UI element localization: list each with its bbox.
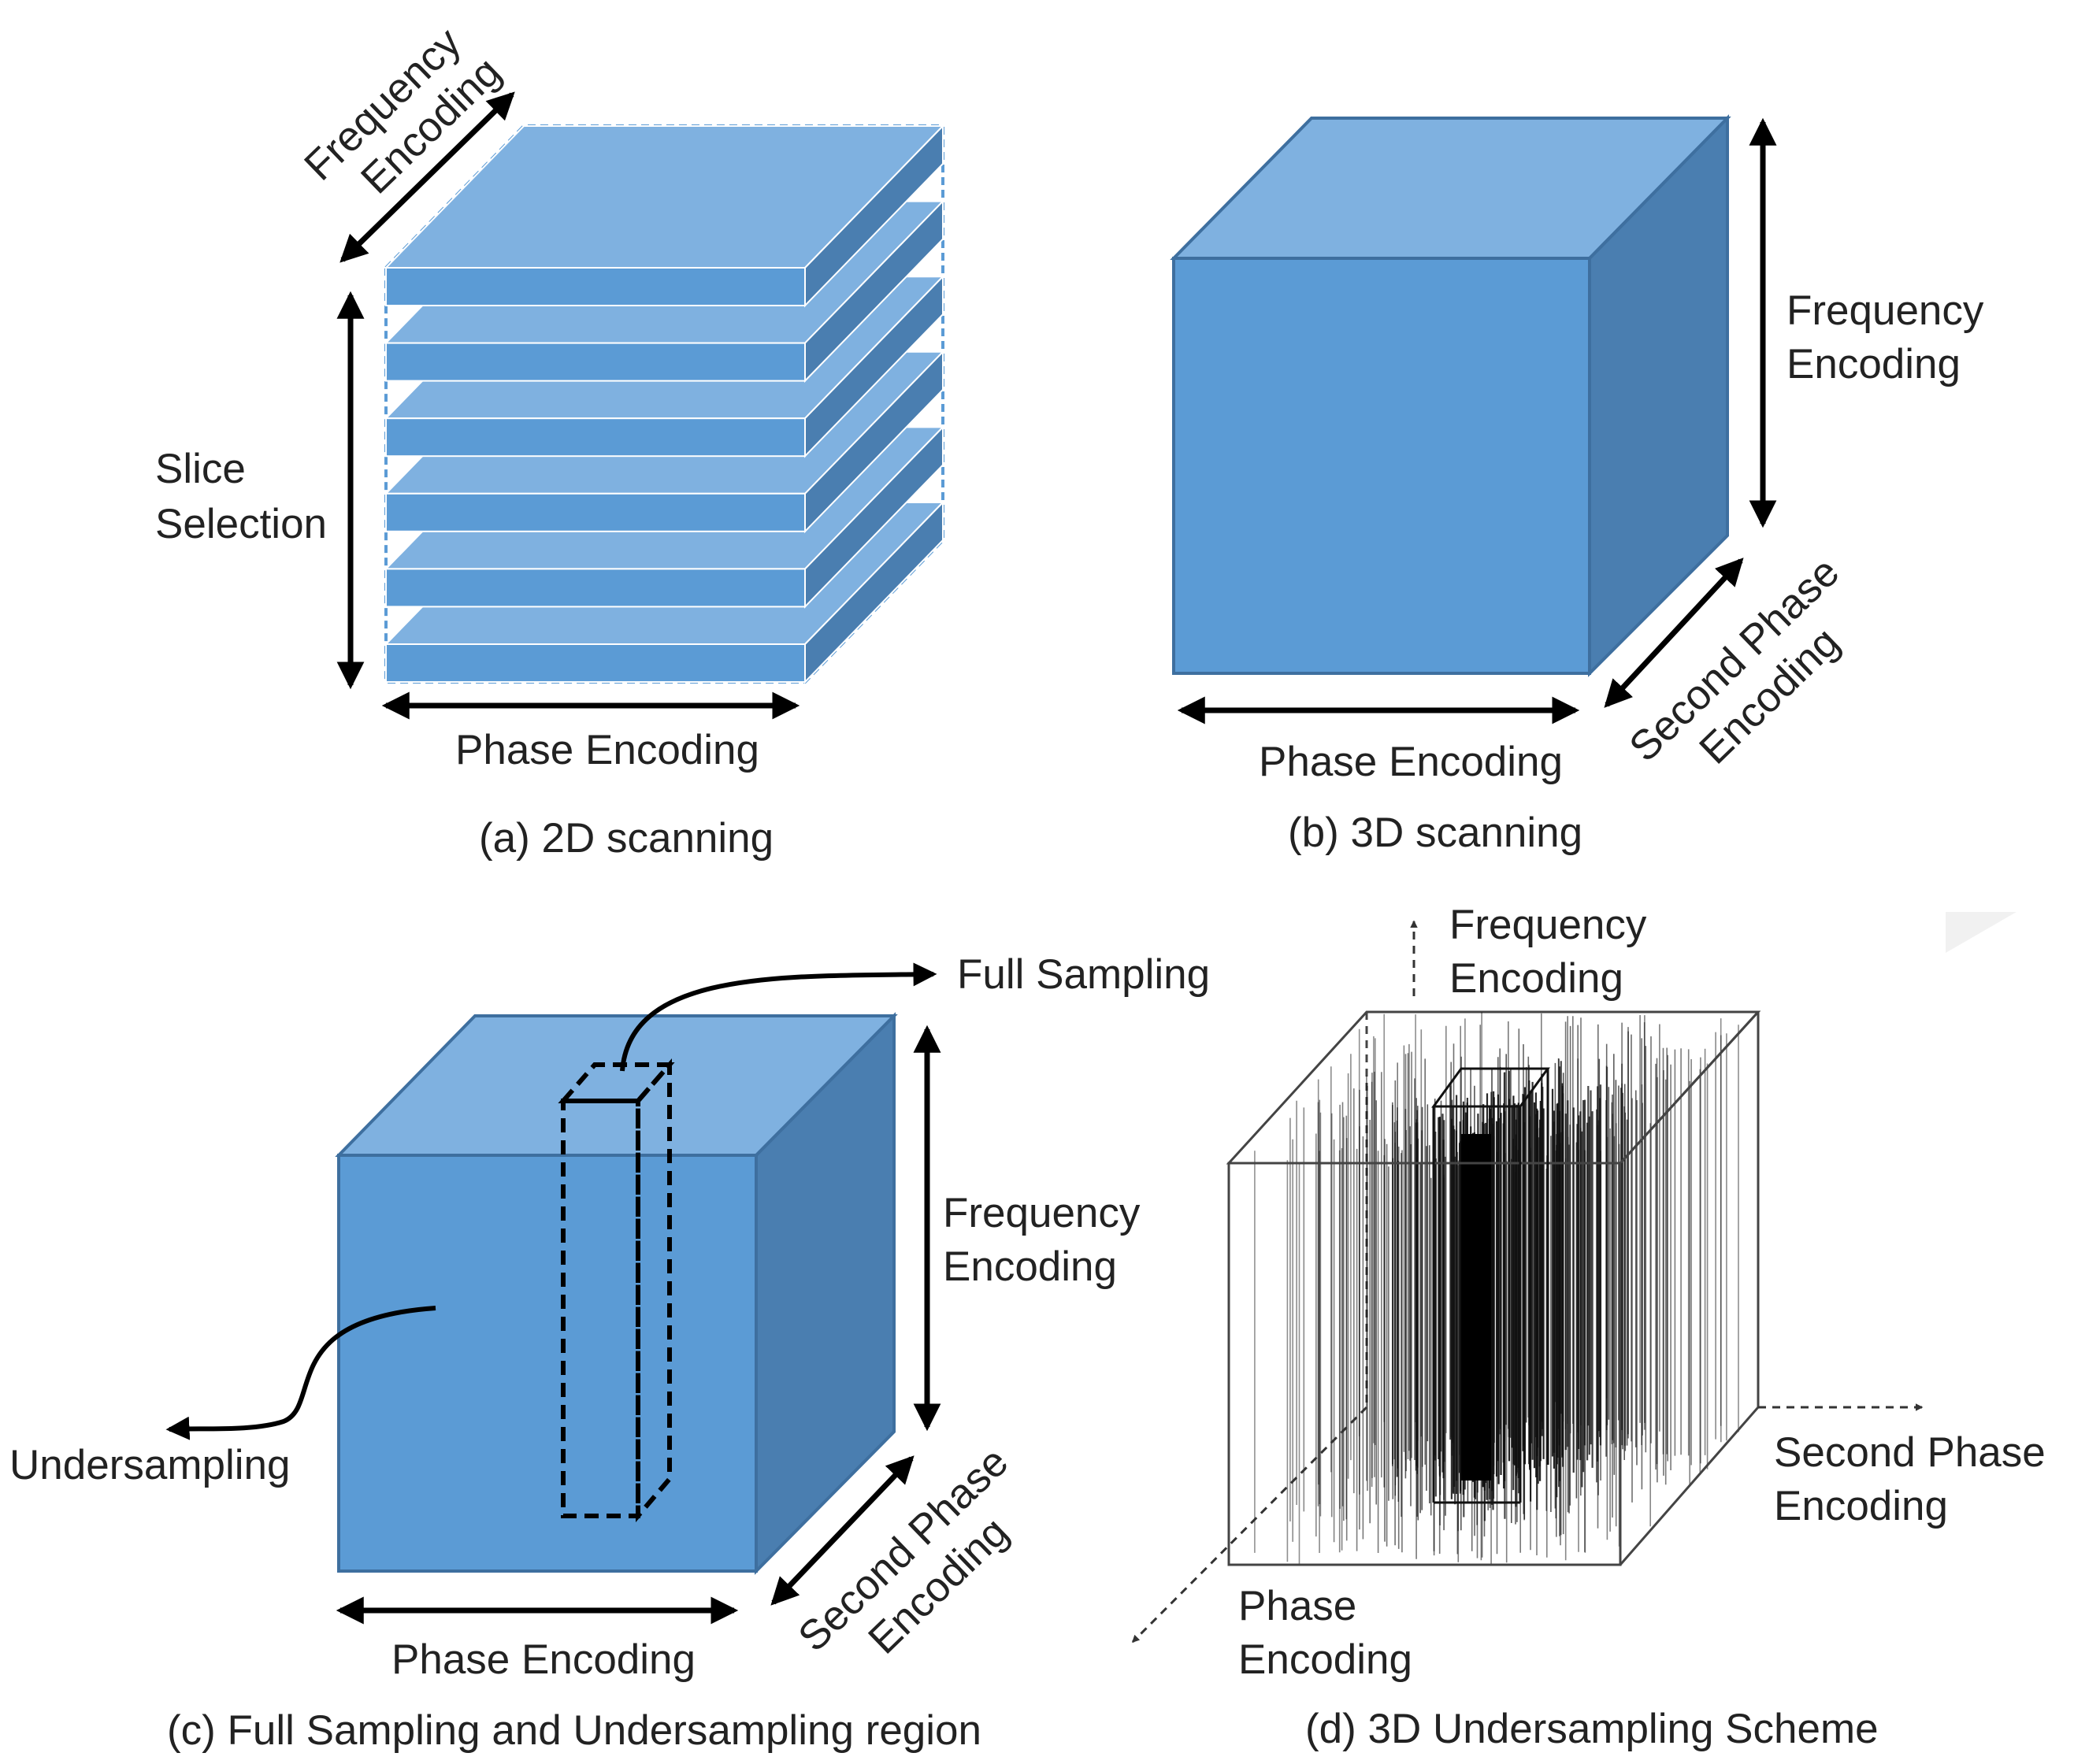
second-phase-encoding-arrow	[770, 1455, 915, 1606]
full-sampling-region-box	[558, 1058, 675, 1523]
slice-stack	[384, 124, 945, 684]
sampling-lines	[1254, 1012, 1739, 1565]
faint-corner-mark	[1946, 912, 2016, 953]
full-sampling-pointer	[620, 962, 937, 1072]
slice-selection-label: Slice Selection	[155, 446, 327, 547]
phase-encoding-label: Phase Encoding	[391, 1636, 696, 1683]
full-sampling-label: Full Sampling	[957, 951, 1210, 998]
dense-core	[1461, 1134, 1491, 1480]
caption-c: (c) Full Sampling and Undersampling regi…	[167, 1707, 981, 1754]
undersampling-pointer	[165, 1306, 436, 1440]
panel-c-sampling-regions: Full Sampling Undersampling Frequency En…	[9, 951, 1210, 1754]
panel-a-2d-scanning: Frequency Encoding Slice Selection Phase…	[155, 19, 945, 862]
caption-b: (b) 3D scanning	[1288, 810, 1582, 856]
frequency-encoding-arrow	[339, 91, 515, 263]
phase-encoding-label: Phase Encoding	[455, 727, 759, 773]
phase-encoding-label: Phase Encoding	[1259, 739, 1563, 785]
solid-cube	[335, 1012, 898, 1575]
frequency-encoding-label: Frequency Encoding	[943, 1190, 1152, 1290]
undersampling-label: Undersampling	[9, 1442, 290, 1488]
solid-cube	[1170, 114, 1731, 677]
caption-a: (a) 2D scanning	[479, 815, 774, 862]
phase-encoding-label: Phase Encoding	[1238, 1583, 1412, 1683]
second-phase-encoding-arrow	[1604, 558, 1744, 708]
cube-front-face	[337, 1154, 758, 1573]
wireframe-front	[1227, 1010, 1760, 1566]
frequency-encoding-label: Frequency Encoding	[1449, 902, 1658, 1002]
panel-b-3d-scanning: Frequency Encoding Phase Encoding Second…	[1170, 114, 1995, 856]
second-phase-encoding-label: Second Phase Encoding	[1774, 1429, 2057, 1529]
caption-d: (d) 3D Undersampling Scheme	[1305, 1706, 1879, 1752]
frequency-encoding-label: Frequency Encoding	[1786, 287, 1995, 387]
phase-axis-arrow	[1131, 1406, 1368, 1644]
full-sampling-center-box	[1431, 1067, 1550, 1504]
cube-front-face	[1172, 257, 1591, 675]
panel-d-undersampling-scheme: Frequency Encoding Second Phase Encoding…	[1131, 902, 2057, 1752]
